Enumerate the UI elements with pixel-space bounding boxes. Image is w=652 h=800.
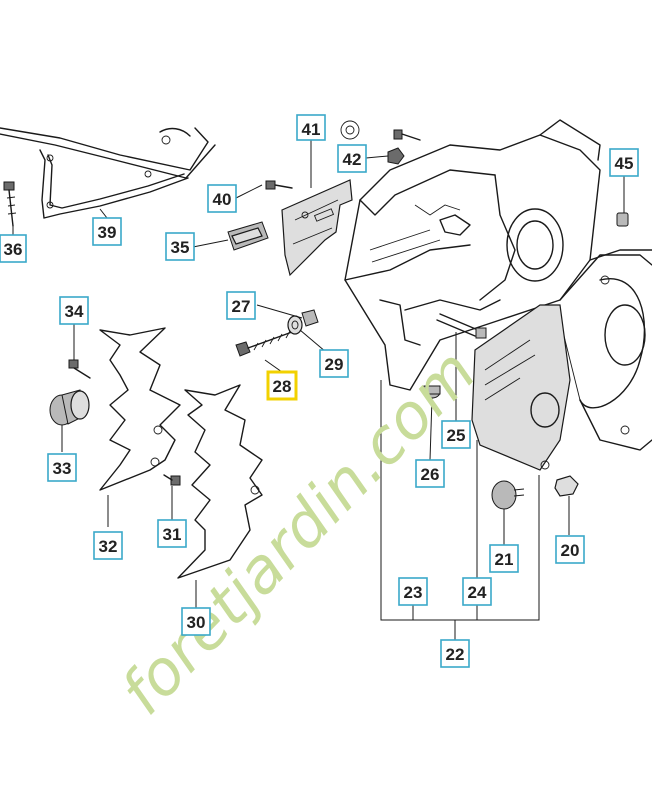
callout-34[interactable]: 34: [59, 296, 89, 325]
callout-35[interactable]: 35: [165, 232, 195, 261]
nut-20: [554, 475, 579, 497]
stud-bolt-21: [491, 480, 525, 510]
svg-text:29: 29: [325, 355, 344, 374]
svg-text:42: 42: [343, 150, 362, 169]
leader-lines: [12, 140, 625, 640]
callout-42[interactable]: 42: [337, 144, 367, 173]
svg-text:22: 22: [446, 645, 465, 664]
callout-33[interactable]: 33: [47, 453, 77, 482]
callout-45[interactable]: 45: [609, 148, 639, 177]
screw-40: [265, 180, 293, 190]
screw-36: [3, 181, 17, 227]
callout-28-highlighted[interactable]: 28: [266, 370, 298, 401]
callout-25[interactable]: 25: [441, 420, 471, 449]
svg-text:25: 25: [447, 426, 466, 445]
svg-text:41: 41: [302, 120, 321, 139]
bushing-45: [616, 212, 629, 227]
svg-text:39: 39: [98, 223, 117, 242]
svg-text:24: 24: [468, 583, 487, 602]
callout-39[interactable]: 39: [92, 217, 122, 246]
callout-36[interactable]: 36: [0, 234, 27, 263]
svg-text:34: 34: [65, 302, 84, 321]
callout-32[interactable]: 32: [93, 531, 123, 560]
svg-text:32: 32: [99, 537, 118, 556]
crankcase-gasket: [0, 127, 216, 219]
svg-text:21: 21: [495, 550, 514, 569]
bushing-33: [49, 389, 90, 426]
bumper-spike-30: [177, 384, 263, 579]
screw-31: [163, 474, 181, 486]
svg-text:45: 45: [615, 154, 634, 173]
svg-text:33: 33: [53, 459, 72, 478]
svg-text:27: 27: [232, 297, 251, 316]
bumper-spike-32: [99, 327, 181, 491]
callout-29[interactable]: 29: [319, 349, 349, 378]
callout-23[interactable]: 23: [398, 577, 428, 606]
callout-21[interactable]: 21: [489, 544, 519, 573]
svg-text:35: 35: [171, 238, 190, 257]
callout-24[interactable]: 24: [462, 577, 492, 606]
screw-top: [393, 129, 421, 141]
callout-27[interactable]: 27: [226, 291, 256, 320]
svg-text:26: 26: [421, 465, 440, 484]
rod-24: [436, 313, 487, 339]
nut-27: [301, 309, 319, 327]
crankcase-body: [344, 119, 652, 451]
callout-41[interactable]: 41: [296, 114, 326, 141]
svg-text:30: 30: [187, 613, 206, 632]
svg-text:28: 28: [273, 377, 292, 396]
callout-40[interactable]: 40: [207, 184, 237, 213]
callout-26[interactable]: 26: [415, 459, 445, 488]
bolt-28: [235, 330, 293, 357]
screw-34: [68, 359, 91, 379]
callout-22[interactable]: 22: [440, 639, 470, 668]
washer-29: [287, 315, 303, 335]
callout-31[interactable]: 31: [157, 519, 187, 548]
svg-text:40: 40: [213, 190, 232, 209]
svg-text:31: 31: [163, 525, 182, 544]
svg-text:20: 20: [561, 541, 580, 560]
rubber-pad-35: [227, 221, 269, 251]
svg-text:23: 23: [404, 583, 423, 602]
svg-text:36: 36: [4, 240, 23, 259]
clutch-cover: [471, 304, 571, 471]
callout-20[interactable]: 20: [555, 535, 585, 564]
nut-42: [340, 120, 405, 165]
callout-30[interactable]: 30: [181, 607, 211, 636]
chain-guide-plate: [281, 179, 353, 277]
